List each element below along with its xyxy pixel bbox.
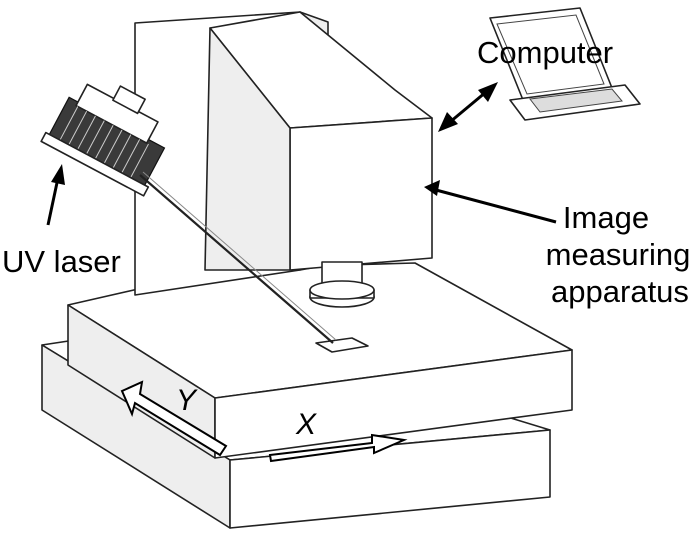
apparatus-label-line3: apparatus xyxy=(551,274,689,309)
laser-beam xyxy=(139,171,337,344)
objective-lens xyxy=(309,261,375,308)
apparatus-label-line2: measuring xyxy=(546,237,691,272)
apparatus-pointer xyxy=(424,180,557,224)
x-axis-arrow xyxy=(268,433,408,463)
y-axis-label: Y xyxy=(176,384,198,417)
uv-laser-pointer xyxy=(46,164,65,226)
apparatus-label-line1: Image xyxy=(563,200,649,235)
x-axis-label: X xyxy=(295,408,317,441)
laptop-icon xyxy=(489,7,641,121)
uv-laser-label: UV laser xyxy=(2,244,121,279)
computer-label: Computer xyxy=(477,35,613,70)
sample-plate xyxy=(315,337,369,353)
uv-laser-device xyxy=(40,83,166,197)
y-axis-arrow xyxy=(120,380,228,457)
measuring-head xyxy=(204,11,433,271)
computer-link-arrow xyxy=(438,82,498,132)
